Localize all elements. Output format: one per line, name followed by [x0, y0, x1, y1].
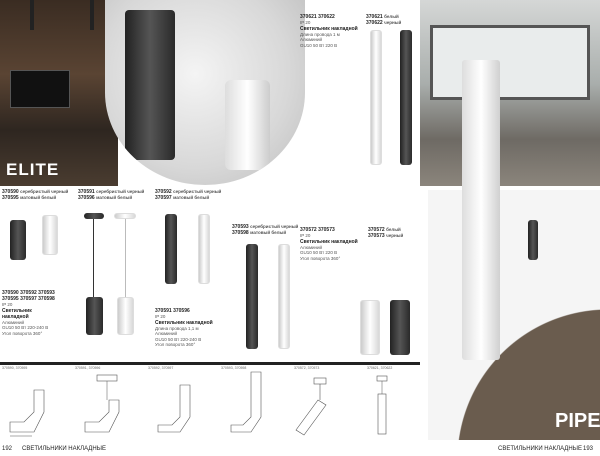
drawing-label: 370591, 370596	[75, 366, 101, 370]
finish: матовый белый	[20, 195, 57, 200]
fixture-image	[246, 244, 258, 349]
code: 370598	[232, 230, 249, 236]
drawing-label: 370593, 370598	[221, 366, 247, 370]
fixture-image	[84, 213, 104, 219]
product-group-4: 370593 серебристый черный 370598 матовый…	[232, 224, 298, 236]
spec-block-mid: 370572 370573 IP 20 Светильник накладной…	[300, 227, 360, 261]
spec-line: Угол поворота 360°	[300, 255, 341, 261]
finish: серебристый черный	[96, 189, 145, 194]
fixture-image	[400, 30, 412, 165]
spec-block-1: 370590 370592 370593 370595 370597 37059…	[2, 290, 57, 336]
dimension-drawing: 370591, 370596	[75, 366, 135, 441]
page-number-right: 193	[583, 446, 594, 452]
drawing-label: 370592, 370597	[148, 366, 174, 370]
codes: 370621 370622	[300, 14, 335, 20]
fixture-image	[117, 297, 134, 335]
fixture-image	[165, 214, 177, 284]
code: 370572	[368, 227, 385, 233]
dimension-drawing: 370590, 370595	[2, 366, 62, 441]
code: 370573	[368, 233, 385, 239]
fixture-image	[10, 220, 26, 260]
code: 370596	[78, 195, 95, 201]
product-group-mid: 370572 белый 370573 черный	[368, 227, 403, 239]
finish: матовый белый	[173, 195, 210, 200]
product-group-1: 370590 серебристый черный 370595 матовый…	[2, 189, 68, 201]
fixture-image	[198, 214, 210, 284]
finish: серебристый черный	[173, 189, 222, 194]
spec-line: GU10 50 Вт 220 В	[300, 42, 338, 48]
spec-line: Алюминий	[300, 244, 323, 250]
spec-block-top: 370621 370622 IP 20 Светильник накладной…	[300, 14, 360, 48]
spec-line: Длина провода 1 м	[300, 31, 340, 37]
code: 370591	[78, 189, 95, 195]
dimension-drawing: 370621, 370622	[367, 366, 427, 441]
pipe-pendant-image	[462, 60, 500, 360]
code: 370593	[232, 224, 249, 230]
spec-line: GU10 50 Вт 220-240 В	[2, 325, 49, 330]
finish: белый	[386, 227, 401, 232]
pipe-product-photo	[428, 190, 600, 440]
spec-line: GU10 50 Вт 220 В	[300, 250, 338, 255]
codes: 370590 370592 370593 370595 370597 37059…	[2, 290, 55, 302]
spec-title: Светильник накладной	[300, 25, 358, 32]
pipe-interior-photo	[420, 0, 600, 186]
page-number-left: 192	[2, 446, 13, 452]
finish: серебристый черный	[20, 189, 69, 194]
product-group-top: 370621 белый 370622 черный	[366, 14, 401, 26]
finish: серебристый черный	[250, 224, 299, 229]
product-group-2: 370591 серебристый черный 370596 матовый…	[78, 189, 144, 201]
divider	[0, 362, 420, 365]
fixture-image	[370, 30, 382, 165]
ip-rating: IP 20	[300, 20, 311, 25]
code: 370592	[155, 189, 172, 195]
dimension-drawing: 370593, 370598	[221, 366, 281, 441]
spec-line: Алюминий	[2, 319, 25, 325]
finish: матовый белый	[96, 195, 133, 200]
finish: черный	[386, 233, 404, 238]
dimension-drawing: 370572, 370573	[294, 366, 354, 441]
spotlight-closeup-photo	[105, 0, 305, 185]
ip-rating: IP 20	[300, 233, 311, 238]
spec-line: GU10 50 Вт 220-240 В	[155, 336, 202, 342]
spec-title: Светильник накладной	[155, 319, 213, 326]
spec-line: Длина провода 1,1 м	[155, 325, 199, 331]
ip-rating: IP 20	[2, 302, 13, 307]
finish: матовый белый	[250, 230, 287, 235]
spec-line: Алюминий	[300, 37, 323, 42]
fixture-image	[360, 300, 380, 355]
code: 370622	[366, 20, 383, 26]
fixture-image	[42, 215, 58, 255]
section-title-left: СВЕТИЛЬНИКИ НАКЛАДНЫЕ	[22, 446, 106, 452]
spec-block-2: 370591 370596 IP 20 Светильник накладной…	[155, 308, 220, 348]
code: 370621	[366, 14, 383, 20]
fixture-image	[86, 297, 103, 335]
series-label-pipe: PIPE	[555, 410, 600, 432]
spec-line: Угол поворота 360°	[2, 330, 43, 336]
drawing-label: 370572, 370573	[294, 366, 320, 370]
series-label-elite: ELITE	[6, 160, 60, 179]
fixture-image	[390, 300, 410, 355]
product-group-3: 370592 серебристый черный 370597 матовый…	[155, 189, 221, 201]
elite-interior-photo	[0, 0, 118, 186]
spec-title: Светильник накладной	[2, 307, 32, 320]
fixture-image	[278, 244, 290, 349]
drawing-label: 370621, 370622	[367, 366, 393, 370]
finish: черный	[384, 20, 402, 25]
spec-title: Светильник накладной	[300, 238, 358, 245]
spec-line: Угол поворота 360°	[155, 342, 196, 347]
codes: 370572 370573	[300, 227, 335, 233]
finish: белый	[384, 14, 399, 19]
code: 370597	[155, 195, 172, 201]
section-title-right: СВЕТИЛЬНИКИ НАКЛАДНЫЕ	[498, 446, 582, 452]
drawing-label: 370590, 370595	[2, 366, 28, 370]
spec-line: Алюминий	[155, 331, 178, 336]
dimension-drawing: 370592, 370597	[148, 366, 208, 441]
code: 370595	[2, 195, 19, 201]
ip-rating: IP 20	[155, 314, 166, 319]
code: 370590	[2, 189, 19, 195]
fixture-image	[114, 213, 136, 219]
codes: 370591 370596	[155, 308, 190, 314]
